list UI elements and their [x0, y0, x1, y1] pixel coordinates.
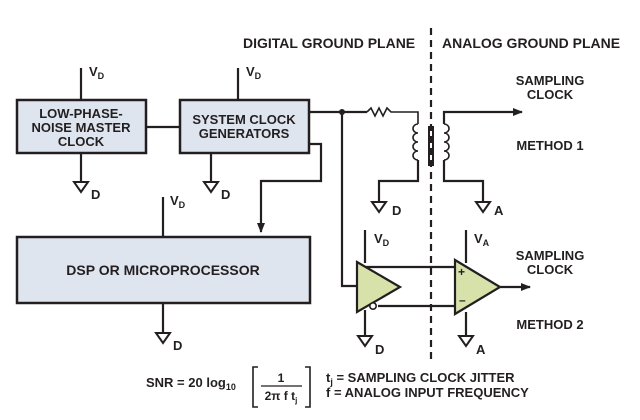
system-clock-label-line1: SYSTEM CLOCK: [192, 112, 296, 127]
inverting-output-bubble: [368, 301, 377, 310]
system-clock-supply-label: VD: [246, 64, 262, 81]
analog-ground-icon: [457, 335, 475, 348]
system-clock-label-line2: GENERATORS: [199, 126, 290, 141]
analog-ground-icon: [474, 201, 492, 214]
dsp-label: DSP OR MICROPROCESSOR: [66, 262, 259, 278]
method1-output-wire: [442, 108, 523, 124]
right-bracket: [305, 366, 311, 408]
formula-numerator: 1: [278, 371, 285, 385]
receiver-supply-label: VA: [474, 231, 490, 248]
left-bracket: [252, 366, 258, 408]
digital-ground-icon: [370, 201, 388, 214]
ground-label-d: D: [221, 187, 230, 202]
resistor-icon: [366, 106, 419, 124]
legend-jitter: tj = SAMPLING CLOCK JITTER: [326, 370, 515, 387]
master-clock-label-line3: CLOCK: [58, 134, 105, 149]
system-clock-block: VD SYSTEM CLOCK GENERATORS D: [178, 64, 311, 202]
primary-ground-wire: [377, 160, 420, 202]
clock-bus-to-driver-wire: [340, 112, 357, 288]
ground-label-a: A: [494, 203, 504, 218]
clock-receiver-icon: [453, 258, 503, 316]
ground-label-a: A: [476, 342, 486, 357]
master-clock-label-line1: LOW-PHASE-: [39, 106, 123, 121]
snr-formula: SNR = 20 log10 1 2π f tj: [146, 366, 311, 408]
digital-ground-icon: [356, 335, 374, 348]
secondary-ground-wire: [442, 160, 485, 202]
ground-label-d: D: [375, 342, 384, 357]
method2-sampling-clock-label-line1: SAMPLING: [516, 248, 585, 263]
digital-ground-icon: [72, 181, 90, 194]
digital-ground-icon: [202, 181, 220, 194]
formula-denominator: 2π f tj: [265, 389, 298, 405]
ground-label-d: D: [91, 187, 100, 202]
dsp-supply-label: VD: [170, 193, 186, 210]
driver-supply-label: VD: [374, 231, 390, 248]
ground-label-d: D: [392, 203, 401, 218]
receiver-plus-pin: +: [458, 265, 465, 279]
master-clock-supply-label: VD: [89, 64, 105, 81]
receiver-minus-pin: –: [459, 293, 466, 307]
analog-ground-plane-label: ANALOG GROUND PLANE: [442, 35, 620, 51]
ground-label-d: D: [173, 338, 182, 353]
method1-label: METHOD 1: [516, 138, 583, 153]
master-clock-block: VD LOW-PHASE- NOISE MASTER CLOCK D: [15, 64, 148, 202]
method1-sampling-clock-label-line2: CLOCK: [527, 87, 574, 102]
formula-lhs: SNR = 20 log10: [146, 375, 236, 392]
legend-frequency: f = ANALOG INPUT FREQUENCY: [326, 385, 529, 400]
master-clock-label-line2: NOISE MASTER: [32, 120, 132, 135]
transformer-secondary-coil-icon: [443, 123, 450, 161]
dsp-block: VD DSP OR MICROPROCESSOR D: [15, 193, 312, 353]
digital-ground-icon: [154, 332, 172, 345]
method2-sampling-clock-label-line2: CLOCK: [527, 262, 574, 277]
method1-sampling-clock-label-line1: SAMPLING: [516, 73, 585, 88]
system-clock-box: [178, 98, 311, 155]
system-to-dsp-wire: [257, 142, 323, 233]
digital-ground-plane-label: DIGITAL GROUND PLANE: [243, 35, 415, 51]
clock-driver-icon: [355, 260, 403, 314]
method2-label: METHOD 2: [516, 317, 583, 332]
transformer-primary-coil-icon: [412, 123, 419, 161]
